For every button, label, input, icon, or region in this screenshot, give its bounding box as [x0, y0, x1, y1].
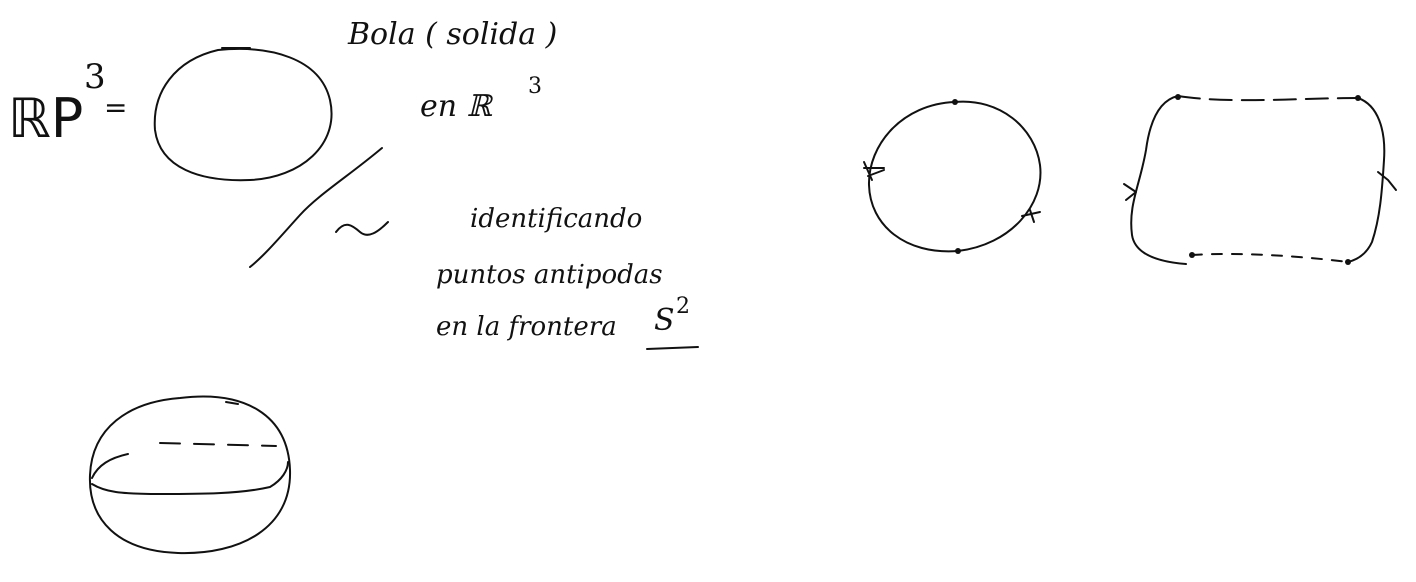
- rect-left-side: [1130, 95, 1187, 265]
- rect-bottom-left-point: [1189, 252, 1195, 258]
- equator-back-dashes: [159, 442, 277, 447]
- sphere-underline: [646, 346, 699, 350]
- equator-front: [91, 461, 289, 495]
- in-exponent: 3: [528, 74, 542, 99]
- rect-top-dashed: [1177, 95, 1359, 102]
- sphere-symbol: S: [654, 303, 675, 338]
- identification-line-1: identificando: [470, 204, 643, 234]
- rect-right-side: [1347, 97, 1386, 263]
- identification-line-2: puntos antipodas: [436, 260, 663, 290]
- rect-right-arrow: [1377, 171, 1397, 191]
- ball-label: Bola ( solida ): [348, 17, 558, 52]
- in-label: en ℝ: [420, 89, 492, 124]
- quotient-slash: [249, 147, 383, 268]
- equals-sign: =: [104, 91, 128, 124]
- disk-top-point: [952, 99, 958, 105]
- lower-ball-tail: [225, 401, 239, 405]
- tilde-mark: [335, 221, 389, 236]
- disk-outline: [867, 100, 1042, 253]
- disk-left-arrow: [863, 161, 885, 181]
- rp3-label: ℝP: [8, 87, 84, 150]
- disk-right-arrow: [1021, 209, 1041, 223]
- rect-bottom-right-point: [1345, 259, 1351, 265]
- identification-line-3: en la frontera: [436, 312, 617, 342]
- rect-left-arrow: [1123, 183, 1137, 201]
- rect-bottom-dashed: [1191, 252, 1349, 263]
- sphere-exponent: 2: [676, 294, 690, 319]
- rp3-exponent: 3: [84, 57, 106, 97]
- rect-top-left-point: [1175, 94, 1181, 100]
- rect-top-right-point: [1355, 95, 1361, 101]
- disk-bottom-point: [955, 248, 961, 254]
- lower-ball-outline: [88, 395, 292, 555]
- equator-back-left: [91, 453, 129, 479]
- ball-outline: [153, 48, 333, 182]
